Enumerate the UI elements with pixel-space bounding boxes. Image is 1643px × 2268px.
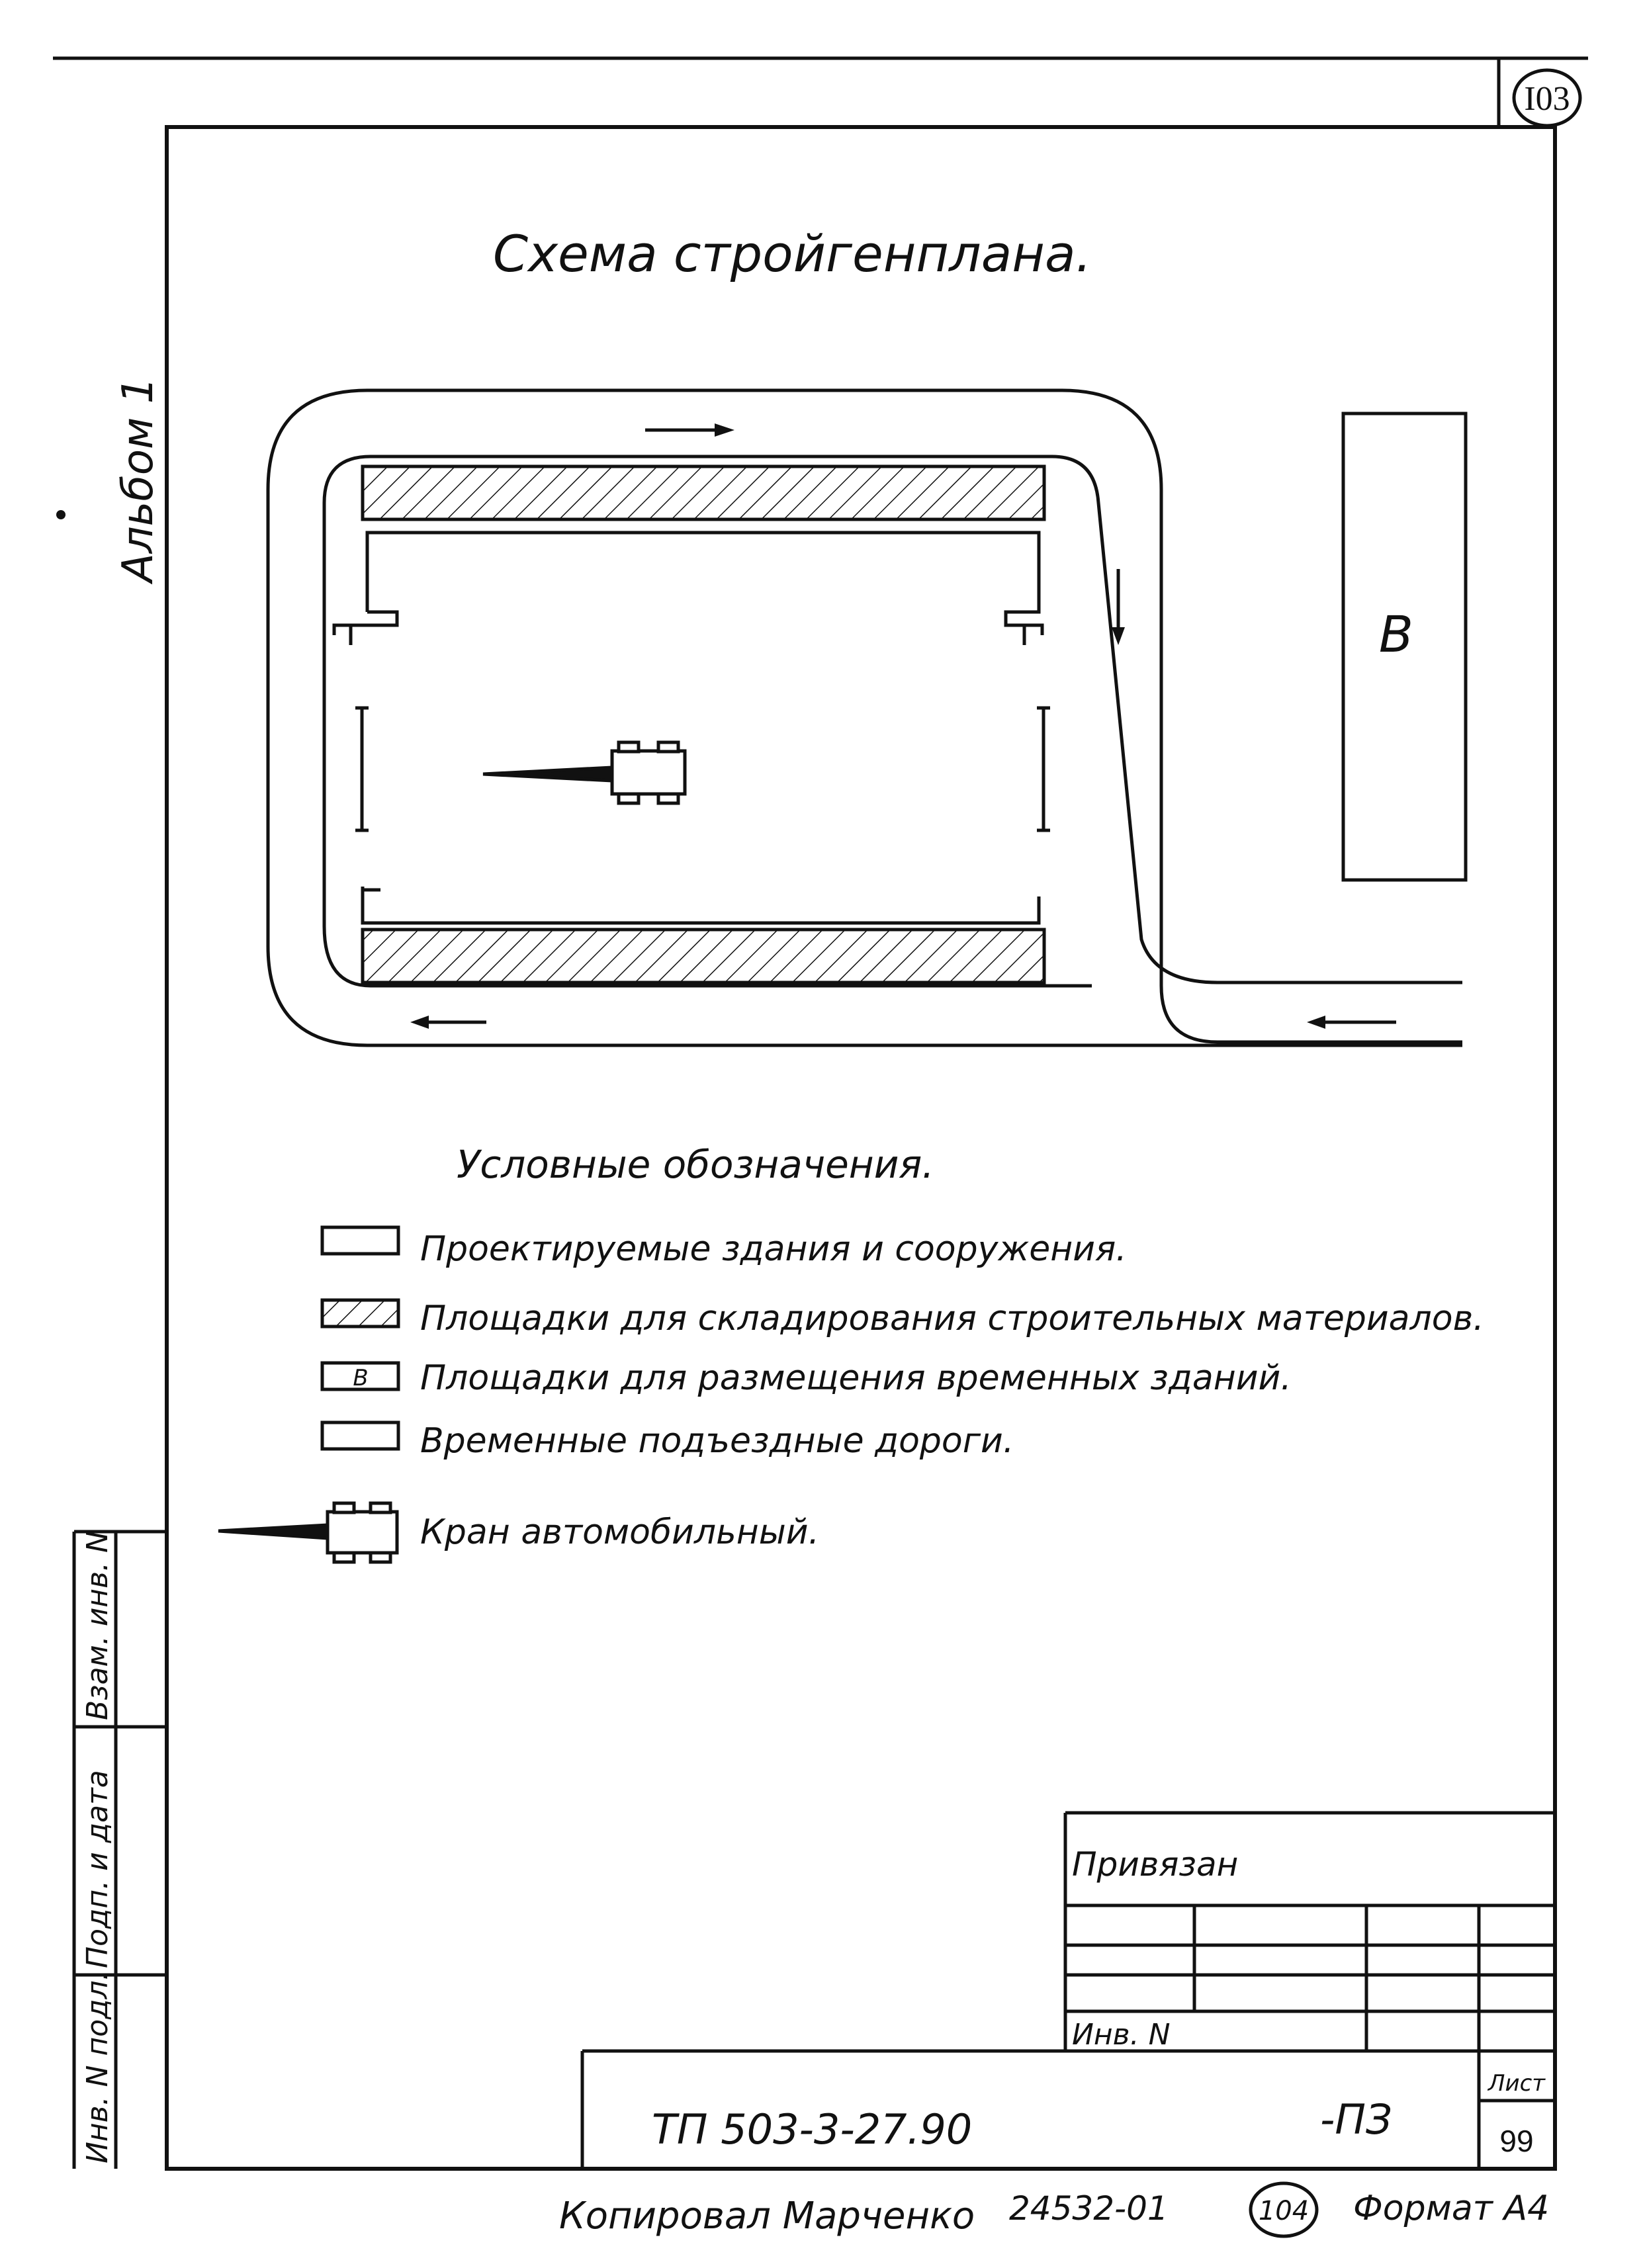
legend-item-text: Площадки для складирования строительных …: [420, 1299, 1484, 1338]
storage-area: [361, 928, 1046, 984]
title-block-inv-no: Инв. N: [1072, 2018, 1171, 2052]
drawing-frame: [165, 125, 1557, 2171]
designed-building-left-corner: [332, 610, 399, 635]
temporary-building-label: В: [1379, 605, 1413, 664]
title-block: [580, 1811, 1555, 2169]
temporary-building: [1341, 412, 1468, 882]
building-wall-mark: [355, 706, 369, 832]
temporary-road-inner-edge: [322, 455, 1462, 988]
footer-circled-number: 104: [1259, 2196, 1309, 2226]
legend-item-text: Временные подъездные дороги.: [420, 1421, 1014, 1461]
site-plan: В: [266, 388, 1468, 1047]
sheet-label: Лист: [1487, 2070, 1546, 2097]
legend-item-text: Проектируемые здания и сооружения.: [420, 1229, 1127, 1269]
road-direction-arrow: [645, 423, 734, 437]
document-section: -ПЗ: [1320, 2095, 1392, 2144]
footer-circled-number-ring: [1249, 2181, 1319, 2238]
drawing-title: Схема стройгенплана.: [493, 224, 1092, 283]
stamp-podp-data: Подп. и дата: [81, 1770, 114, 1968]
title-block-privyazan: Привязан: [1072, 1845, 1238, 1884]
punch-dot: [56, 510, 66, 519]
road-direction-arrow: [410, 1016, 486, 1029]
designed-building: [365, 531, 1044, 635]
road-direction-arrow: [1307, 1016, 1396, 1029]
designed-building-bottom: [361, 887, 1041, 925]
legend-item-text: Площадки для размещения временных зданий…: [420, 1358, 1292, 1398]
footer-copied-by: Копировал Марченко: [559, 2195, 975, 2238]
legend-symbol-temporary-road: [320, 1420, 400, 1451]
building-wall-mark: [1037, 706, 1050, 832]
footer-order-no: 24532-01: [1009, 2189, 1169, 2228]
storage-area: [361, 464, 1046, 521]
footer-format: Формат А4: [1353, 2189, 1549, 2228]
legend-symbol-label: В: [353, 1365, 368, 1391]
album-label: Альбом 1: [114, 377, 163, 585]
legend-symbol-crane: [218, 1501, 399, 1564]
stamp-vzam-inv: Взам. инв. N: [81, 1531, 114, 1720]
legend-heading: Условные обозначения.: [457, 1142, 934, 1187]
document-code: ТП 503-3-27.90: [652, 2105, 972, 2154]
legend-item-text: Кран автомобильный.: [420, 1512, 819, 1552]
legend-symbol-designed-building: [320, 1225, 400, 1256]
legend-symbol-storage-area: [320, 1298, 400, 1329]
stamp-inv-podl: Инв. N подл.: [81, 1971, 114, 2163]
legend: Условные обозначения. Проектируемые здан…: [218, 1142, 1484, 1564]
sheet-number: 99: [1499, 2124, 1533, 2158]
page-number: I03: [1524, 80, 1570, 118]
road-direction-arrow: [1112, 569, 1125, 645]
temporary-road-outer-edge: [266, 388, 1462, 1047]
legend-symbol-temporary-building: [320, 1361, 400, 1391]
crane-on-plan: [482, 740, 687, 805]
left-stamp: Инв. N подл. Подп. и дата Взам. инв. N: [72, 1530, 167, 2169]
